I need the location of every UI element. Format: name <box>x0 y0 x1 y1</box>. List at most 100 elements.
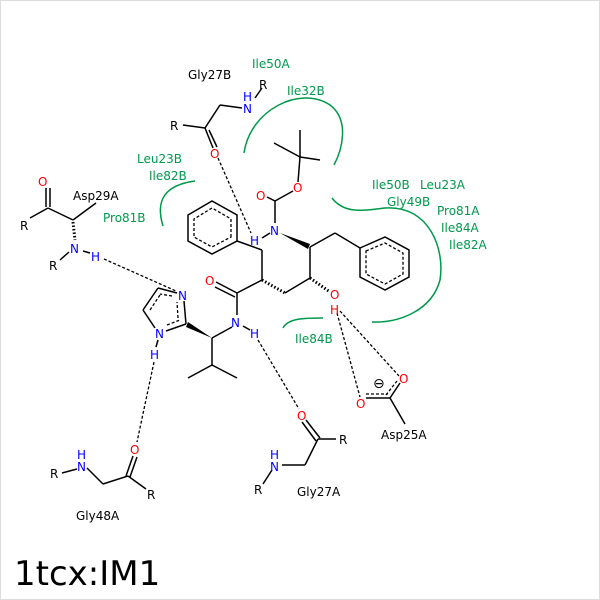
atom-r: R <box>254 483 262 497</box>
atom-n: N <box>155 327 164 341</box>
hydrophobic-label: Ile32B <box>287 84 325 98</box>
atom-r: R <box>50 467 58 481</box>
bond <box>47 207 74 221</box>
bond <box>389 382 401 399</box>
atom-n: N <box>270 224 279 238</box>
residue-label-asp29a: Asp29A <box>73 189 119 203</box>
hydrophobic-label: Ile50A <box>252 57 291 71</box>
bond <box>183 300 187 325</box>
diagram-title: 1tcx:IM1 <box>14 554 160 594</box>
bond <box>365 242 404 285</box>
atom-r: R <box>259 78 267 92</box>
bond <box>149 293 181 326</box>
bond <box>236 240 263 251</box>
atom-n: N <box>178 289 187 303</box>
bond <box>71 221 77 241</box>
hydrophobic-label: Pro81A <box>437 204 480 218</box>
atom-o: O <box>205 274 214 288</box>
bond <box>219 104 243 109</box>
bond <box>142 309 156 329</box>
atom-o: O <box>293 181 302 195</box>
hydrophobic-arc-ile50b <box>331 197 442 323</box>
bond <box>280 233 310 249</box>
bond <box>129 456 138 478</box>
bond <box>214 286 236 298</box>
atom-o: O <box>330 288 339 302</box>
atom-o: O <box>210 147 219 161</box>
hydrophobic-labels: Ile50A Ile32B Leu23B Ile82B Pro81B Ile50… <box>103 57 488 346</box>
hydrophobic-label: Ile82B <box>149 169 187 183</box>
atom-h: H <box>250 234 259 248</box>
atom-o: O <box>130 443 139 457</box>
hydrophobic-arcs <box>159 97 442 329</box>
hydrophobic-label: Gly49B <box>387 195 430 209</box>
bond <box>297 156 301 183</box>
atom-labels: H N R R O O O N H O H O N H N N H O R N … <box>20 78 408 502</box>
bond <box>86 467 104 485</box>
hydrophobic-arc-leu23b <box>159 180 196 227</box>
bond <box>157 287 178 294</box>
bond <box>262 469 273 485</box>
hbond-gly27a <box>257 339 300 410</box>
bond <box>193 207 232 248</box>
atom-h: H <box>250 327 259 341</box>
hydrophobic-arc-ile84b <box>282 317 324 329</box>
bond <box>274 190 294 202</box>
bond <box>82 250 91 254</box>
atom-o: O <box>38 175 47 189</box>
atom-h: H <box>270 448 279 462</box>
bond <box>359 236 410 291</box>
residue-label-asp25a: Asp25A <box>381 428 427 442</box>
atom-h: H <box>91 250 100 264</box>
atom-h: H <box>243 90 252 104</box>
hydrophobic-label: Ile82A <box>449 238 488 252</box>
atom-r: R <box>147 488 155 502</box>
bond <box>142 287 159 311</box>
hydrophobic-label: Ile50B <box>372 178 410 192</box>
bond <box>211 326 233 339</box>
residue-label-gly27a: Gly27A <box>297 485 341 499</box>
negative-charge-icon: ⊖ <box>373 376 385 392</box>
bond <box>127 475 147 490</box>
bond <box>211 364 238 379</box>
atom-o: O <box>297 409 306 423</box>
bond <box>305 419 321 439</box>
bond <box>236 279 263 294</box>
bond <box>204 104 221 129</box>
bond <box>334 232 361 249</box>
bond <box>266 196 276 202</box>
hydrophobic-label: Pro81B <box>103 211 146 225</box>
bond <box>187 200 238 255</box>
atom-r: R <box>20 219 28 233</box>
atom-h: H <box>77 448 86 462</box>
residue-label-gly48a: Gly48A <box>76 509 120 523</box>
hydrophobic-label: Ile84B <box>295 332 333 346</box>
bond <box>242 325 251 331</box>
atom-n: N <box>231 316 240 330</box>
atom-n: N <box>70 242 79 256</box>
bond <box>304 438 319 466</box>
atom-h: H <box>330 303 339 317</box>
hbond-gly27b <box>217 157 252 234</box>
atom-o: O <box>399 372 408 386</box>
bond <box>72 202 97 221</box>
atom-h: H <box>150 348 159 362</box>
bond <box>204 127 214 149</box>
atom-r: R <box>339 433 347 447</box>
bond <box>284 277 311 294</box>
hydrophobic-label: Leu23B <box>137 152 182 166</box>
bond <box>261 232 271 239</box>
bond <box>301 421 317 442</box>
atom-r: R <box>170 119 178 133</box>
bond <box>29 207 49 219</box>
bond <box>165 323 187 332</box>
atom-o: O <box>256 189 265 203</box>
bond <box>254 87 263 99</box>
bond <box>309 232 336 248</box>
bond <box>385 380 398 396</box>
bond <box>208 129 218 148</box>
atom-n: N <box>243 102 252 116</box>
bond <box>389 397 406 425</box>
